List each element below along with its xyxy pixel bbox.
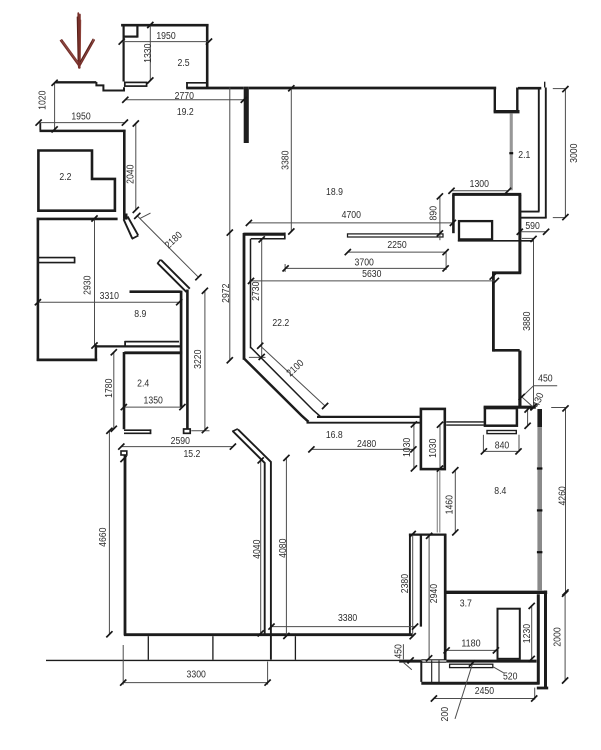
svg-text:2040: 2040 [125, 164, 136, 184]
svg-text:2972: 2972 [221, 283, 232, 303]
svg-text:2250: 2250 [387, 240, 407, 251]
svg-text:3380: 3380 [338, 613, 358, 624]
svg-text:890: 890 [428, 206, 439, 221]
svg-text:200: 200 [440, 707, 451, 722]
svg-text:1030: 1030 [428, 438, 439, 458]
svg-text:2590: 2590 [171, 436, 191, 447]
svg-text:1350: 1350 [144, 396, 164, 407]
svg-text:3380: 3380 [281, 150, 292, 170]
svg-text:2730: 2730 [251, 281, 262, 301]
svg-text:2.2: 2.2 [59, 172, 71, 183]
svg-text:2770: 2770 [175, 91, 195, 102]
svg-text:18.9: 18.9 [326, 187, 343, 198]
svg-text:2.1: 2.1 [518, 150, 530, 161]
svg-text:2000: 2000 [552, 627, 563, 647]
svg-text:3700: 3700 [355, 257, 375, 268]
svg-text:3000: 3000 [569, 143, 580, 163]
svg-text:450: 450 [393, 644, 404, 659]
svg-text:1230: 1230 [522, 624, 533, 644]
svg-text:2.5: 2.5 [177, 58, 189, 69]
svg-text:520: 520 [503, 672, 518, 683]
svg-text:3880: 3880 [522, 311, 533, 331]
svg-text:1780: 1780 [104, 378, 115, 398]
svg-text:2450: 2450 [475, 686, 495, 697]
svg-text:1460: 1460 [444, 495, 455, 515]
svg-text:2.4: 2.4 [137, 379, 149, 390]
svg-text:15.2: 15.2 [183, 449, 200, 460]
svg-text:2940: 2940 [429, 584, 440, 604]
svg-text:590: 590 [525, 221, 540, 232]
svg-text:3.7: 3.7 [460, 598, 472, 609]
svg-text:4080: 4080 [278, 538, 289, 558]
svg-text:840: 840 [495, 440, 510, 451]
svg-text:3310: 3310 [100, 291, 120, 302]
svg-text:1300: 1300 [470, 179, 490, 190]
svg-text:19.2: 19.2 [177, 107, 194, 118]
svg-text:8.9: 8.9 [134, 309, 146, 320]
svg-text:430: 430 [531, 391, 547, 409]
svg-text:22.2: 22.2 [272, 318, 289, 329]
svg-text:4260: 4260 [557, 486, 568, 506]
svg-text:4700: 4700 [342, 210, 362, 221]
svg-text:5630: 5630 [362, 269, 382, 280]
svg-text:2930: 2930 [82, 275, 93, 295]
svg-text:450: 450 [538, 374, 553, 385]
svg-text:3220: 3220 [193, 349, 204, 369]
svg-text:4660: 4660 [98, 527, 109, 547]
svg-text:1030: 1030 [402, 437, 413, 457]
svg-text:1330: 1330 [143, 43, 154, 63]
svg-text:3300: 3300 [187, 669, 207, 680]
svg-text:2380: 2380 [400, 574, 411, 594]
svg-text:1020: 1020 [37, 90, 48, 110]
svg-text:8.4: 8.4 [494, 486, 506, 497]
svg-text:2480: 2480 [357, 439, 377, 450]
svg-text:4040: 4040 [252, 539, 263, 559]
svg-text:16.8: 16.8 [326, 430, 343, 441]
svg-text:1950: 1950 [71, 112, 91, 123]
svg-text:1950: 1950 [156, 31, 176, 42]
svg-text:1180: 1180 [461, 639, 481, 650]
